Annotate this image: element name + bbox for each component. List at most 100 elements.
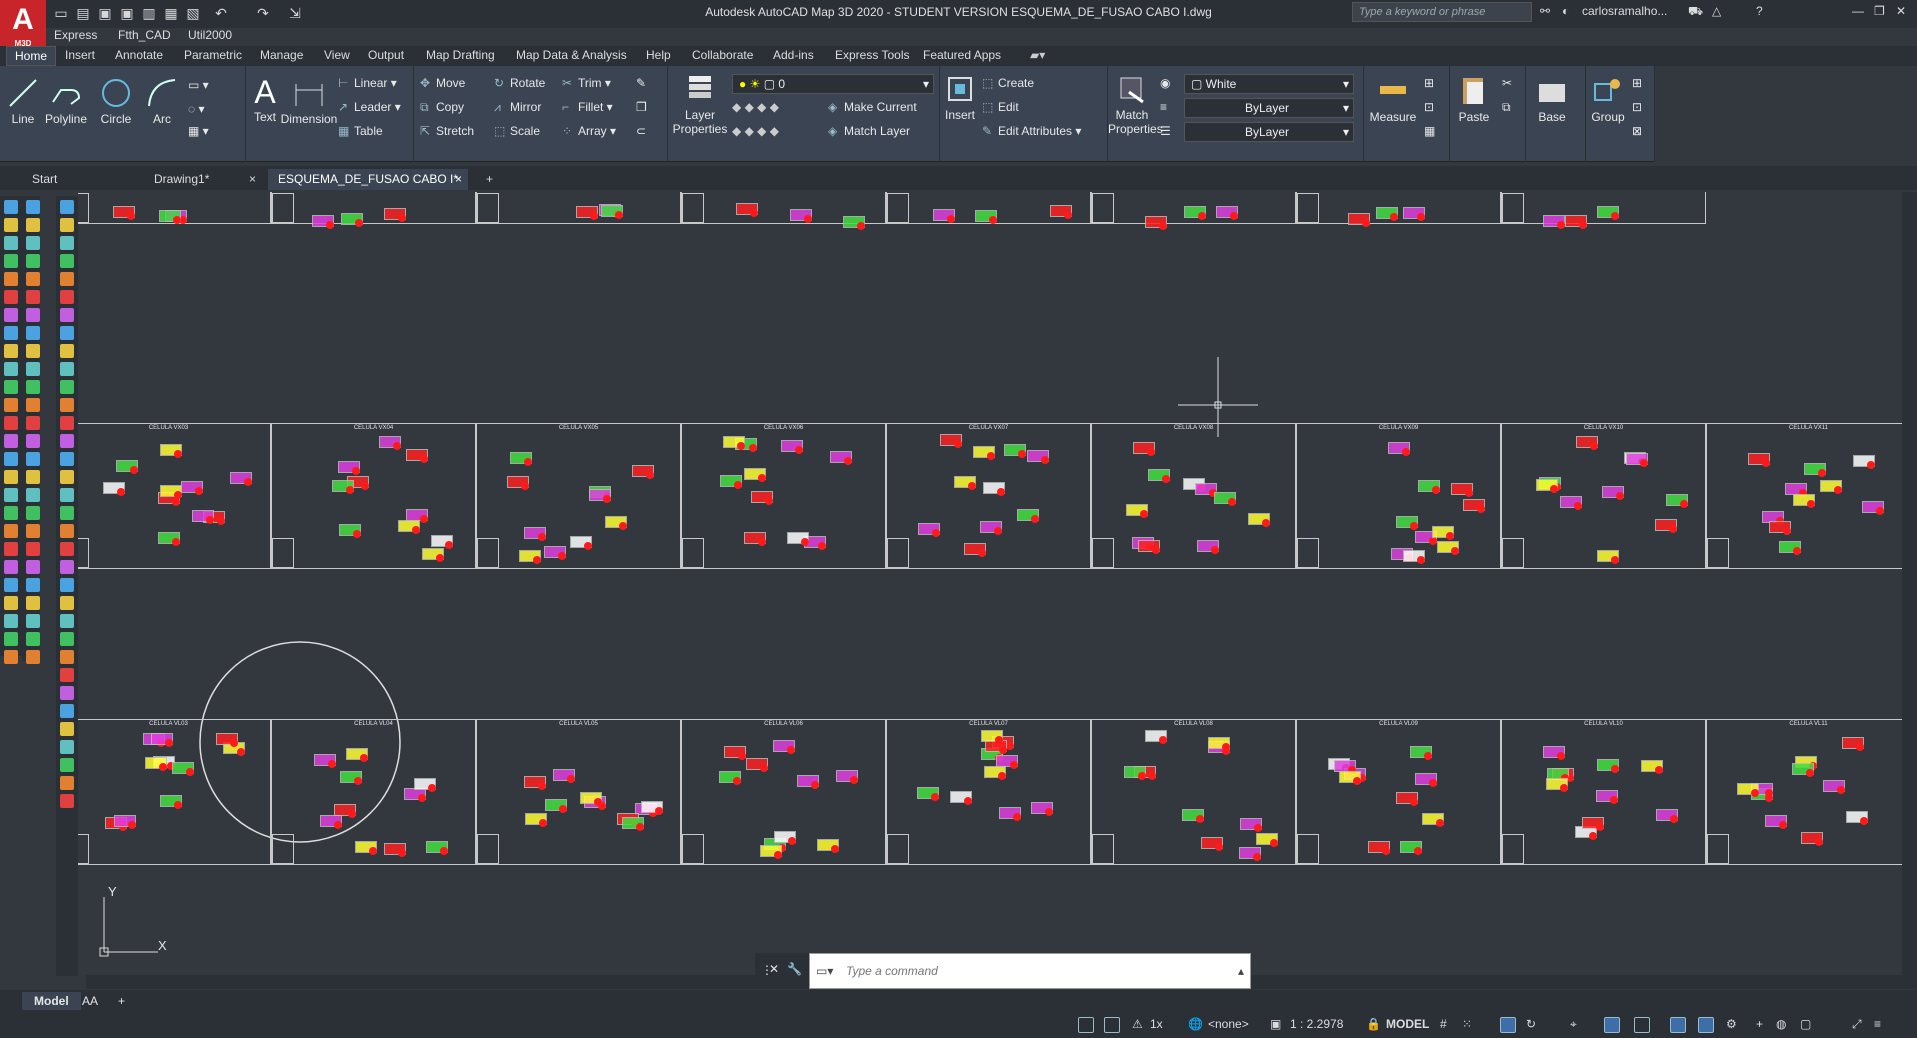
fusion-cell[interactable]: CELULA VX06 [681,423,886,569]
fusion-cell[interactable]: CELULA VL11 [1706,719,1902,865]
toolbar-tool-icon[interactable] [26,362,40,376]
open-icon[interactable]: ▤ [76,5,90,21]
stretch-button[interactable]: ⇱Stretch [420,124,474,138]
ungroup-icon[interactable]: ⊞ [1632,76,1643,90]
annotation-scale-icon[interactable]: ⚠ [1132,1017,1143,1031]
fusion-cell[interactable]: CELULA VX11 [1706,423,1902,569]
toolbar-tool-icon[interactable] [26,578,40,592]
lineweight-icon[interactable]: ☰ [1160,124,1171,138]
menu-express[interactable]: Express [54,28,98,42]
cmd-close-icon[interactable]: ✕ [769,962,780,976]
grid-icon[interactable] [1078,1017,1094,1033]
toolbar-tool-icon[interactable] [4,542,18,556]
tab-drawing1[interactable]: Drawing1*× [144,169,262,190]
fullscreen-icon[interactable]: ⤢ [1852,1017,1862,1031]
toolbar-tool-icon[interactable] [60,344,74,358]
command-line[interactable]: ▭▾ Type a command ▴ [809,953,1251,989]
toolbar-tool-icon[interactable] [60,578,74,592]
plot-icon[interactable]: ▦ [164,5,178,21]
toolbar-tool-icon[interactable] [26,236,40,250]
create-block-button[interactable]: ⬚Create [982,76,1034,90]
toolbar-tool-icon[interactable] [60,632,74,646]
color-wheel-icon[interactable]: ◉ [1160,76,1171,90]
grip-icon[interactable]: ⋮ [761,963,773,977]
color-dropdown[interactable]: ▢ White▾ [1184,74,1354,94]
move-button[interactable]: ✥Move [420,76,465,90]
toolbar-tool-icon[interactable] [4,380,18,394]
toolbar-tool-icon[interactable] [26,290,40,304]
tab-home[interactable]: Home [6,46,57,66]
cmd-prompt-icon[interactable]: ▭▾ [816,964,834,978]
tab-esquema-close-icon[interactable]: × [454,172,462,186]
toolbar-tool-icon[interactable] [4,326,18,340]
group-button[interactable]: Group [1588,74,1628,124]
toolbar-tool-icon[interactable] [26,614,40,628]
scale-button[interactable]: ⬚Scale [494,124,540,138]
save-icon[interactable]: ▣ [98,5,112,21]
toolbar-tool-icon[interactable] [4,254,18,268]
copy-button[interactable]: ⧉Copy [420,100,464,115]
open-web-icon[interactable]: ▥ [142,5,156,21]
erase-icon[interactable]: ✎ [636,76,647,90]
toolbar-tool-icon[interactable] [60,686,74,700]
toolbar-tool-icon[interactable] [60,650,74,664]
close-icon[interactable]: ✕ [1896,4,1907,18]
line-button[interactable]: Line [6,76,40,126]
snap-mode-icon[interactable]: ⁙ [1462,1017,1473,1031]
layer-properties-button[interactable]: Layer Properties [670,72,730,136]
isolate-icon[interactable]: ◍ [1776,1017,1787,1031]
toolbar-tool-icon[interactable] [60,740,74,754]
toolbar-tool-icon[interactable] [4,596,18,610]
toolbar-tool-icon[interactable] [60,326,74,340]
tab-esquema[interactable]: ESQUEMA_DE_FUSAO CABO I*× [268,169,468,190]
toolbar-tool-icon[interactable] [4,272,18,286]
fusion-cell[interactable]: CELULA VX03 [78,423,271,569]
toolbar-tool-icon[interactable] [26,344,40,358]
fusion-cell[interactable] [886,192,1091,224]
tab-collaborate[interactable]: Collaborate [692,48,754,62]
toolbar-tool-icon[interactable] [26,308,40,322]
edit-attributes-button[interactable]: ✎Edit Attributes ▾ [982,124,1082,138]
menu-icon[interactable]: ≡ [1874,1017,1882,1031]
toolbar-tool-icon[interactable] [26,596,40,610]
scale-value[interactable]: 1 : 2.2978 [1290,1017,1344,1031]
toolbar-tool-icon[interactable] [26,434,40,448]
fusion-cell[interactable] [1091,192,1296,230]
toolbar-tool-icon[interactable] [26,560,40,574]
dyn-ucs-icon[interactable] [1634,1017,1650,1033]
fusion-cell[interactable]: CELULA VL04 [271,719,476,865]
match-layer-button[interactable]: ◈Match Layer [828,124,910,138]
toolbar-tool-icon[interactable] [60,488,74,502]
tab-add-ins[interactable]: Add-ins [773,48,814,62]
text-button[interactable]: A Text [250,74,280,124]
tab-insert[interactable]: Insert [65,48,96,62]
toolbar-tool-icon[interactable] [60,560,74,574]
group-edit-icon[interactable]: ⊡ [1632,100,1643,114]
toolbar-tool-icon[interactable] [26,416,40,430]
polar-icon[interactable]: ↻ [1526,1017,1537,1031]
ortho-icon[interactable] [1500,1017,1516,1033]
toolbar-tool-icon[interactable] [60,452,74,466]
toolbar-tool-icon[interactable] [60,272,74,286]
fusion-cell[interactable]: CELULA VL07 [886,719,1091,865]
linear-button[interactable]: ⊢Linear ▾ [338,76,397,90]
circle-button[interactable]: Circle [96,76,136,126]
otrack-icon[interactable] [1604,1017,1620,1033]
toolbar-tool-icon[interactable] [26,326,40,340]
toolbar-tool-icon[interactable] [26,272,40,286]
viewport-icon[interactable]: ▣ [1270,1017,1282,1031]
tab-manage[interactable]: Manage [260,48,304,62]
lineweight-dropdown[interactable]: ByLayer▾ [1184,122,1354,142]
fusion-cell[interactable] [1296,192,1501,227]
publish-icon[interactable]: ▧ [186,5,200,21]
tab-featured-apps[interactable]: Featured Apps [923,48,1002,62]
tab-annotate[interactable]: Annotate [115,48,164,62]
fusion-cell[interactable]: CELULA VL08 [1091,719,1296,865]
layer-tools-icon[interactable]: ◆ ◆ ◆ ◆ [732,100,779,114]
toolbar-tool-icon[interactable] [60,524,74,538]
fusion-cell[interactable] [78,192,271,224]
lock-icon[interactable]: 🔒 [1366,1017,1381,1031]
leader-button[interactable]: ↗Leader ▾ [338,100,401,114]
toolbar-tool-icon[interactable] [60,722,74,736]
tab-start[interactable]: Start [22,169,142,190]
